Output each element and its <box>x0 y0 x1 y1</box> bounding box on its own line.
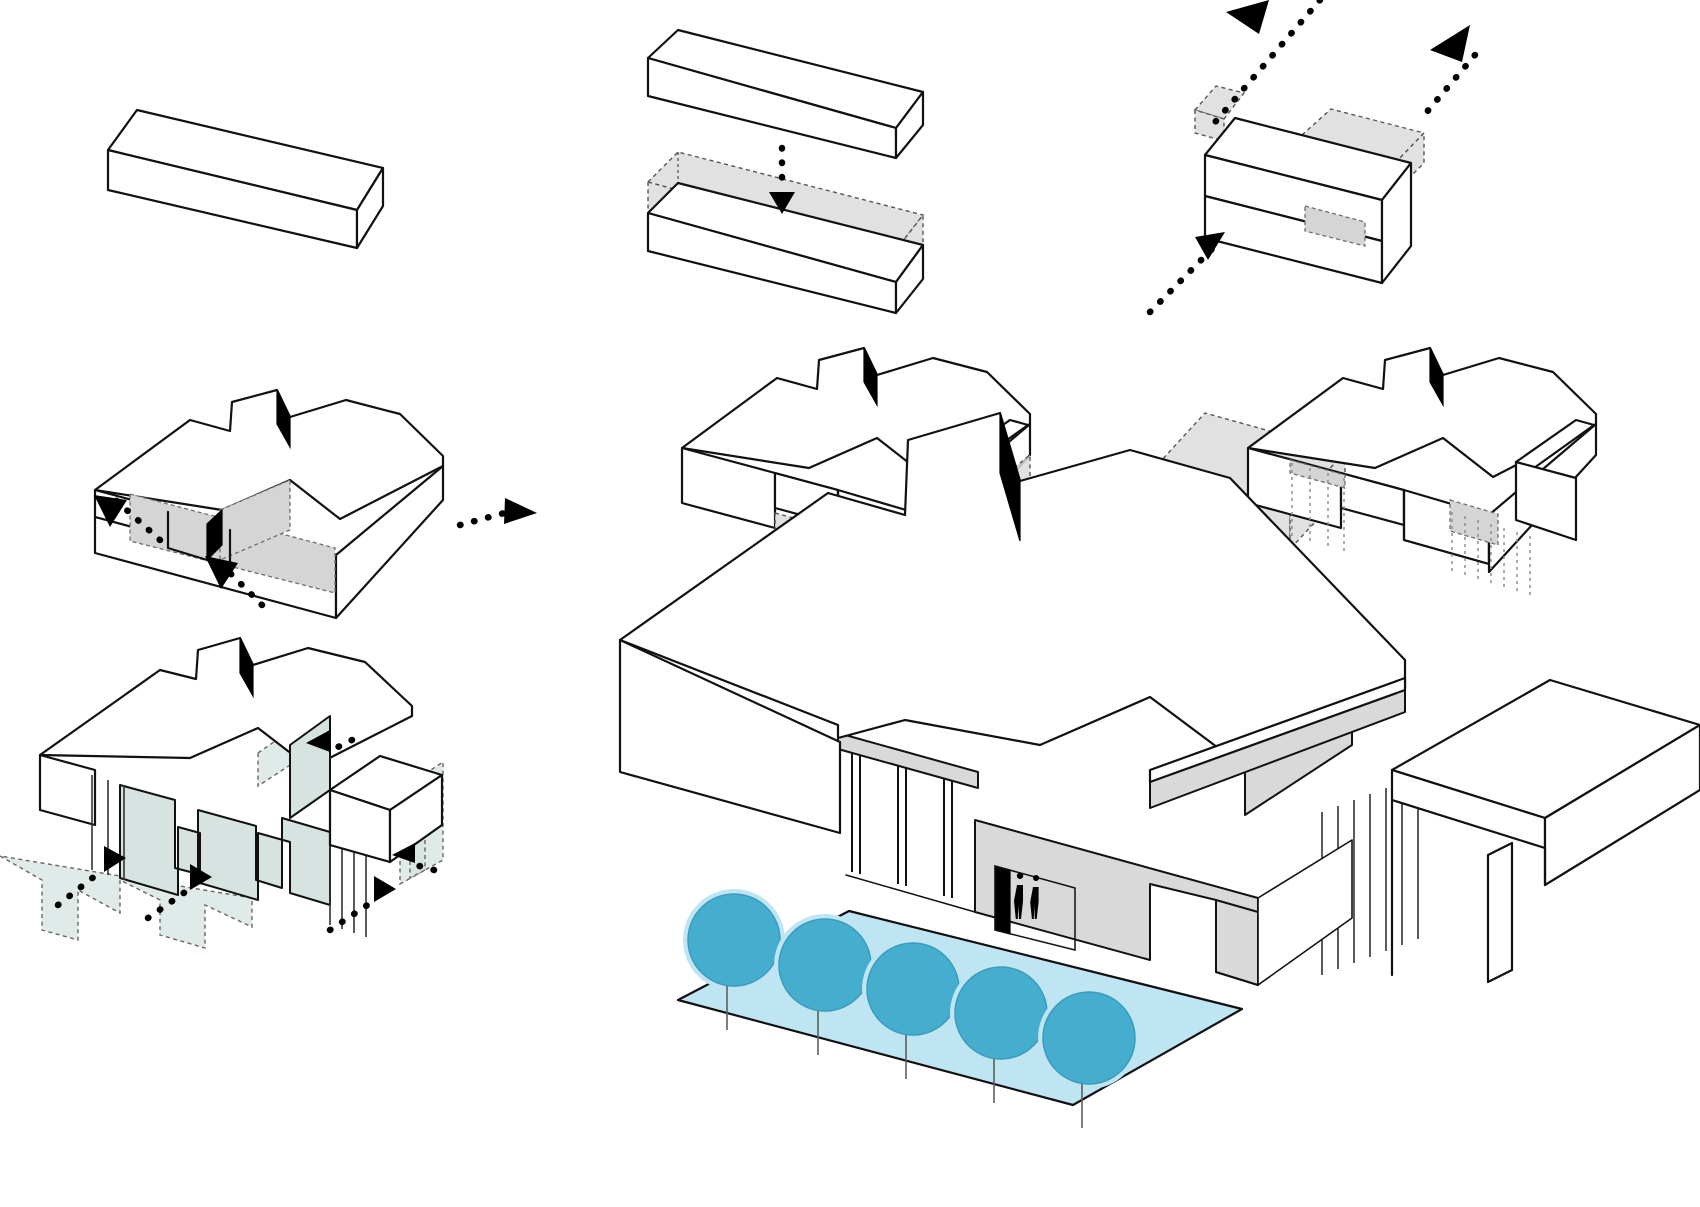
ghost-recess-band <box>1304 205 1366 247</box>
arrow-wing-head <box>1430 25 1470 62</box>
step-3-extrude-wings <box>1146 0 1479 316</box>
step4-arrow-a-head <box>94 495 127 527</box>
step7-arrow-b-shaft <box>408 860 438 874</box>
step-8-final-building <box>618 411 1700 1128</box>
ghost-wing-top <box>1300 108 1426 164</box>
arrow-wing-shaft <box>1416 51 1479 124</box>
step-7-insert-interior-partitions <box>0 636 444 949</box>
step6-wing-front <box>1514 460 1578 542</box>
step4-recess-outline <box>166 510 232 569</box>
tree-2 <box>774 914 876 1055</box>
tree-3 <box>862 938 964 1079</box>
step7-arrow-d-shaft <box>144 886 192 922</box>
figure-adult-right <box>1030 875 1040 919</box>
step4-roof-top <box>93 388 445 521</box>
step4-end-face <box>334 464 445 620</box>
step4-arrow-c-head <box>504 498 537 524</box>
step7-wing-end <box>388 773 444 864</box>
step7-arrow-b-head <box>392 843 415 863</box>
lower-bar-end-face <box>894 243 925 315</box>
step7-arrow-d-head <box>190 864 212 890</box>
step7-ghost-wall-lower-left <box>0 855 253 949</box>
entrance-opening-outline <box>994 865 1076 951</box>
canopy-slab-top <box>1148 676 1407 784</box>
tree-5 <box>1038 987 1140 1128</box>
right-wing-leg <box>1390 798 1547 977</box>
step7-arrow-c-shaft <box>54 868 104 909</box>
main-roof-void <box>999 412 1021 542</box>
bar-end-face <box>355 166 385 250</box>
step7-roof-void <box>239 637 254 699</box>
step7-arrow-a-head <box>306 730 330 752</box>
step6-roof-top <box>1246 346 1598 479</box>
step6-recess-profile <box>1339 471 1491 566</box>
step6-column-grid-left <box>1291 463 1345 555</box>
upper-bar-end-face <box>894 90 925 160</box>
tree-row <box>683 889 1140 1128</box>
step7-arrow-a-shaft <box>324 736 356 756</box>
step7-arrow-e-shaft <box>326 898 376 934</box>
figure-adult-left <box>1014 872 1024 919</box>
step-6-insert-structure-columns <box>1246 346 1598 599</box>
step7-arrow-c-head <box>104 846 126 872</box>
arrow-tab-head <box>1226 0 1269 34</box>
step6-roof-void <box>1429 347 1444 408</box>
step-1-single-bar-volume <box>106 108 385 250</box>
step-2-stack-second-bar <box>646 28 925 315</box>
main-roof-massing-top <box>618 411 1407 770</box>
move-down-arrow-head <box>769 192 795 214</box>
step6-ghost-band-right <box>1449 499 1499 546</box>
step5-roof-void <box>863 347 878 408</box>
arrow-tab-shaft <box>1206 0 1324 132</box>
ghost-tab-top <box>1193 85 1246 120</box>
step4-recess-notch <box>206 508 223 562</box>
step7-arrow-e-head <box>374 876 396 902</box>
right-wing-support-leg <box>1486 841 1514 984</box>
human-figures <box>1014 872 1040 919</box>
arrow-recess-shaft <box>1146 244 1217 316</box>
entrance-opening-shadow <box>994 865 1011 935</box>
step6-ghost-beam <box>1289 459 1346 489</box>
step7-roof-top <box>38 636 414 770</box>
ground-floor-plinth <box>1257 839 1353 986</box>
lower-right-gray-band <box>1215 899 1259 986</box>
step4-roof-void <box>276 389 291 450</box>
step4-arrow-b-head <box>205 556 238 589</box>
left-end-wall <box>618 638 842 835</box>
tree-1 <box>683 889 785 1030</box>
step3-end-face <box>1380 161 1413 285</box>
arrow-recess-head <box>1195 232 1225 260</box>
step7-wall-left-end <box>38 753 97 827</box>
curtain-wall <box>845 742 976 913</box>
step4-arrow-c-shaft <box>456 508 512 529</box>
tree-4 <box>950 962 1052 1103</box>
